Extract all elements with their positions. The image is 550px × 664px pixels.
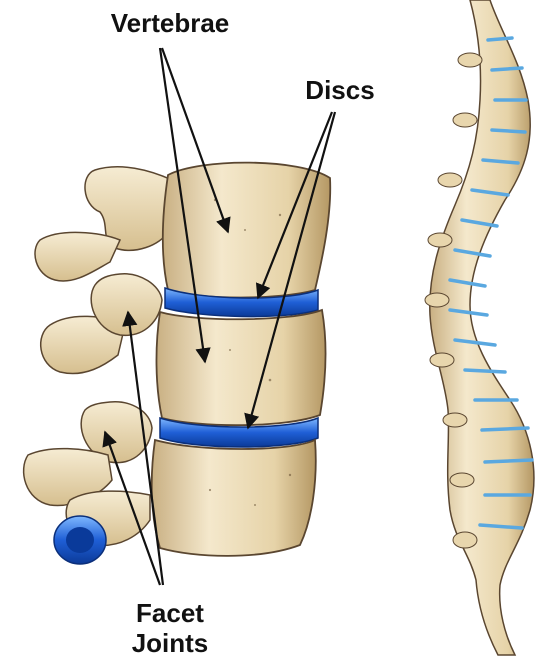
label-vertebrae: Vertebrae bbox=[70, 8, 270, 38]
label-facet-joints: Facet Joints bbox=[80, 598, 260, 658]
vertebral-segment bbox=[24, 163, 331, 564]
label-discs: Discs bbox=[270, 75, 410, 105]
label-facet-line1: Facet bbox=[80, 598, 260, 628]
vertebra-body-top bbox=[163, 163, 331, 298]
vertebra-body-bottom bbox=[152, 440, 316, 556]
facet-joint-upper bbox=[91, 274, 162, 336]
vertebra-body-middle bbox=[156, 310, 325, 425]
full-spine-column bbox=[425, 0, 534, 655]
cut-disc-core bbox=[66, 527, 94, 553]
transverse-process-top bbox=[35, 232, 120, 281]
label-facet-line2: Joints bbox=[80, 628, 260, 658]
